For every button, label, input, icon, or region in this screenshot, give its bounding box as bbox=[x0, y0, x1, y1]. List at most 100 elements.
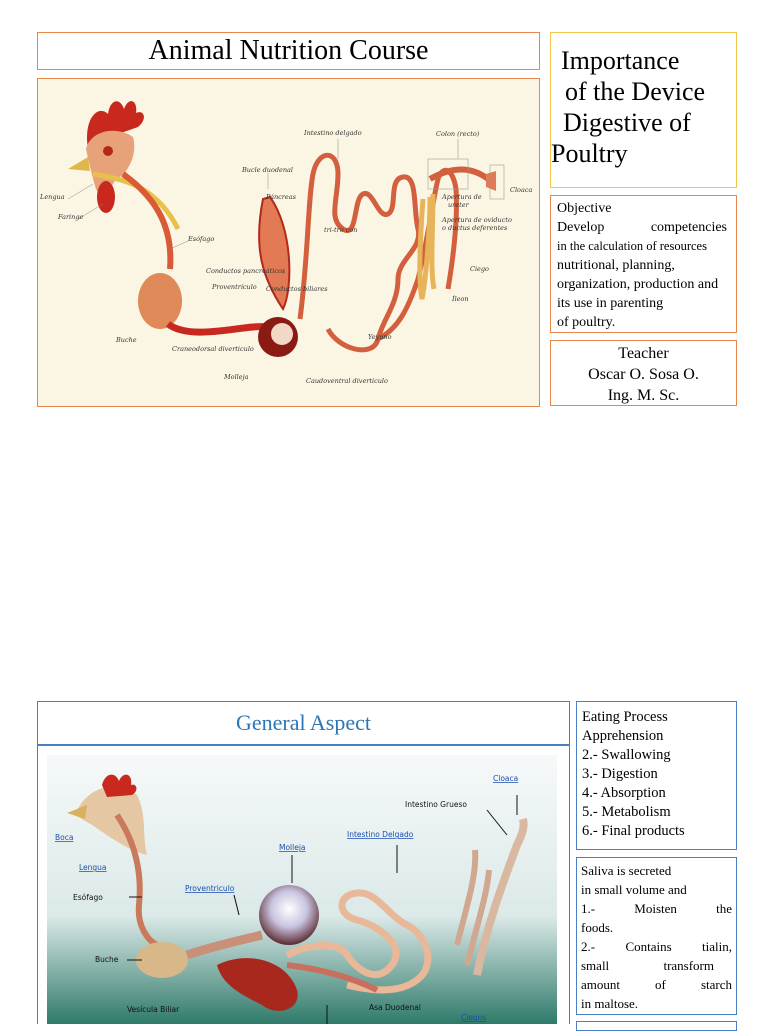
eating-heading: Eating Process bbox=[582, 709, 668, 725]
slide1-title: Animal Nutrition Course bbox=[37, 32, 540, 70]
label-colon: Colon (recto) bbox=[436, 130, 480, 138]
gizzard bbox=[259, 885, 319, 945]
label-divert: tri-tro con bbox=[324, 226, 357, 234]
duodenal-loop bbox=[286, 962, 379, 993]
saliva-word: of bbox=[655, 977, 666, 992]
eating-item-1: Apprehension bbox=[582, 728, 664, 744]
objective-line-4: organization, production and bbox=[557, 277, 719, 292]
digestive-system-illustration: Cloaca Intestino Grueso Boca Lengua Moll… bbox=[47, 755, 557, 1024]
label-proventriculo: Proventrículo bbox=[211, 283, 257, 291]
label-buche: Buche bbox=[115, 336, 137, 344]
eating-item-2: 2.- Swallowing bbox=[582, 747, 671, 763]
label-lengua: Lengua bbox=[79, 863, 107, 872]
label-proventriculo: Proventriculo bbox=[185, 884, 235, 893]
small-intestine bbox=[297, 152, 422, 353]
saliva-word: transform bbox=[663, 958, 714, 973]
label-apertura-oviducto: Apertura de oviducto bbox=[441, 216, 512, 224]
teacher-name: Oscar O. Sosa O. bbox=[588, 366, 699, 383]
label-faringe: Faringe bbox=[57, 213, 83, 221]
teacher-heading: Teacher bbox=[618, 345, 669, 362]
eating-process-box: Eating Process Apprehension 2.- Swallowi… bbox=[576, 701, 737, 850]
large-intestine bbox=[473, 818, 528, 976]
objective-line-2: in the calculation of resources bbox=[557, 239, 707, 253]
proventriculus bbox=[185, 930, 264, 960]
eating-item-3: 3.- Digestion bbox=[582, 766, 658, 782]
label-craneodorsal: Craneodorsal diverticulo bbox=[172, 345, 254, 353]
label-esofago: Esófago bbox=[73, 893, 103, 902]
crop bbox=[138, 273, 182, 329]
label-molleja: Molleja bbox=[279, 843, 306, 852]
label-esofago: Esófago bbox=[187, 235, 214, 243]
small-intestine bbox=[285, 889, 409, 979]
objective-word-develop: Develop bbox=[557, 220, 605, 235]
saliva-word: 2.- bbox=[581, 939, 596, 954]
slide1-title-text: Animal Nutrition Course bbox=[148, 35, 429, 66]
label-ileon: Íleon bbox=[451, 294, 469, 303]
saliva-line-6: small transform bbox=[581, 956, 732, 975]
importance-box: Importance of the Device Digestive of Po… bbox=[550, 32, 737, 188]
label-buche: Buche bbox=[95, 955, 119, 964]
objective-line-3: nutritional, planning, bbox=[557, 258, 675, 273]
label-vesicula: Vesícula Biliar bbox=[127, 1005, 180, 1014]
label-intestino-delgado: Intestino delgado bbox=[303, 129, 362, 137]
esophagus-tube bbox=[114, 813, 159, 948]
saliva-line-4: foods. bbox=[581, 920, 614, 935]
ceca bbox=[454, 849, 479, 946]
label-ciegos: Ciegos bbox=[461, 1013, 486, 1022]
label-lengua: Lengua bbox=[39, 193, 65, 201]
label-apertura-oviducto-2: o ductus deferentes bbox=[442, 224, 508, 232]
label-bucle-duodenal: Bucle duodenal bbox=[241, 166, 293, 174]
label-apertura-ureter: Apertura de bbox=[441, 193, 482, 201]
saliva-word: 1.- bbox=[581, 901, 596, 916]
objective-line-5: its use in parenting bbox=[557, 296, 664, 311]
objective-line-6: of poultry. bbox=[557, 315, 616, 330]
label-asa-duodenal: Asa Duodenal bbox=[369, 1003, 421, 1012]
ceca bbox=[417, 196, 433, 300]
saliva-word: starch bbox=[700, 977, 732, 992]
eating-item-6: 6.- Final products bbox=[582, 823, 685, 839]
slide2-title-text: General Aspect bbox=[236, 710, 371, 735]
general-aspect-frame bbox=[37, 745, 570, 1024]
crop bbox=[136, 942, 188, 978]
teacher-degree: Ing. M. Sc. bbox=[607, 387, 680, 404]
teacher-box: Teacher Oscar O. Sosa O. Ing. M. Sc. bbox=[550, 340, 737, 406]
importance-line-3: Digestive of bbox=[563, 108, 691, 137]
rooster-head bbox=[68, 101, 181, 231]
label-conductos-biliares: Conductos biliares bbox=[266, 285, 328, 293]
label-intestino-delgado: Intestino Delgado bbox=[347, 830, 414, 839]
liver bbox=[217, 958, 298, 1011]
saliva-word: Moisten bbox=[634, 901, 677, 916]
saliva-word: amount bbox=[581, 977, 620, 992]
saliva-word: Contains bbox=[625, 939, 672, 954]
label-conductos-pancreaticos: Conductos pancreáticos bbox=[206, 267, 286, 275]
saliva-line-8: in maltose. bbox=[581, 996, 639, 1011]
saliva-line-1: Saliva is secreted bbox=[581, 863, 672, 878]
objective-word-competencies: competencies bbox=[650, 220, 727, 235]
saliva-word: small bbox=[581, 958, 610, 973]
colon bbox=[428, 166, 490, 182]
label-intestino-grueso: Intestino Grueso bbox=[405, 800, 467, 809]
saliva-line-2: in small volume and bbox=[581, 882, 687, 897]
objective-line-1: Develop competencies bbox=[557, 218, 731, 237]
general-aspect-diagram: Cloaca Intestino Grueso Boca Lengua Moll… bbox=[47, 755, 557, 1024]
importance-line-2: of the Device bbox=[565, 77, 706, 106]
saliva-box: Saliva is secreted in small volume and 1… bbox=[576, 857, 737, 1015]
label-caudoventral: Caudoventral diverticulo bbox=[306, 377, 388, 385]
objective-heading: Objective bbox=[557, 201, 612, 216]
saliva-word: the bbox=[716, 901, 732, 916]
label-yeyuno: Yeyuno bbox=[368, 333, 392, 341]
saliva-line-7: amount of starch bbox=[581, 975, 732, 994]
label-cloaca: Cloaca bbox=[510, 186, 532, 194]
cloaca bbox=[486, 171, 496, 191]
next-box-top bbox=[576, 1021, 737, 1031]
label-ciego: Ciego bbox=[470, 265, 489, 273]
eating-item-4: 4.- Absorption bbox=[582, 785, 666, 801]
saliva-word: tialin, bbox=[702, 939, 732, 954]
label-boca: Boca bbox=[55, 833, 73, 842]
poultry-digestive-diagram: Lengua Faringe Esófago Buche Proventrícu… bbox=[37, 78, 540, 407]
label-molleja: Molleja bbox=[223, 373, 249, 381]
eating-item-5: 5.- Metabolism bbox=[582, 804, 671, 820]
importance-line-4: Poultry bbox=[551, 139, 628, 168]
saliva-line-3: 1.- Moisten the bbox=[581, 899, 732, 918]
label-cloaca: Cloaca bbox=[493, 774, 518, 783]
